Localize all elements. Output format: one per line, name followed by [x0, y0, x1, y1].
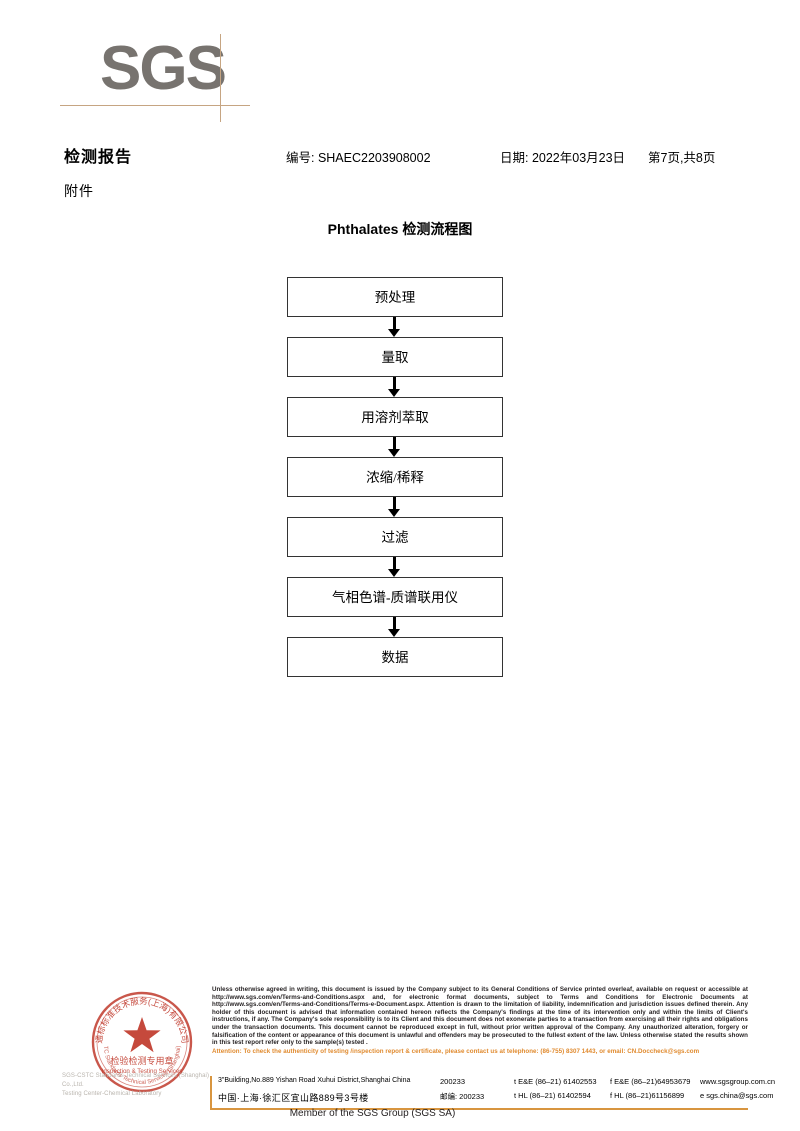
flowchart-step: 过滤: [287, 517, 503, 557]
flowchart-step-label: 预处理: [374, 290, 416, 305]
seal-watermark-line2: Testing Center-Chemical Laboratory: [62, 1091, 162, 1097]
seal-watermark-text: SGS-CSTC Standards Technical Services (S…: [62, 1072, 227, 1099]
address-zip-cn: 邮编: 200233: [440, 1092, 485, 1101]
flowchart-step-label: 气相色谱-质谱联用仪: [332, 590, 458, 605]
address-bottom-rule: [210, 1108, 748, 1110]
flowchart-step: 数据: [287, 637, 503, 677]
sgs-logo-horizontal-rule: [60, 105, 250, 106]
seal-icon: 通标标准技术服务(上海)有限公司 SGS-CSTC Standards Tech…: [86, 988, 193, 1093]
attention-notice: Attention: To check the authenticity of …: [212, 1047, 700, 1055]
flowchart-step-label: 量取: [381, 350, 409, 365]
address-tel2-en: f E&E (86–21)64953679: [610, 1077, 691, 1086]
page-subtitle: 附件: [64, 183, 94, 199]
flowchart-step-label: 用溶剂萃取: [361, 410, 429, 425]
flowchart-step: 气相色谱-质谱联用仪: [287, 577, 503, 617]
page-title: 检测报告: [64, 149, 133, 166]
flowchart-arrow-icon: [287, 437, 503, 457]
flowchart-step-label: 过滤: [381, 530, 409, 545]
address-zip-en: 200233: [440, 1077, 466, 1086]
flowchart: 预处理 量取 用溶剂萃取 浓缩/稀释 过滤 气相色谱-质谱联: [287, 277, 503, 677]
address-row-cn: 中国·上海·徐汇区宜山路889号3号楼 邮编: 200233 t HL (86–…: [212, 1091, 773, 1106]
flowchart-arrow-icon: [287, 377, 503, 397]
flowchart-arrow-icon: [287, 617, 503, 637]
sgs-logo: SGS: [60, 34, 250, 128]
address-street-en: 3"Building,No.889 Yishan Road Xuhui Dist…: [218, 1077, 411, 1084]
address-left-rule: [210, 1076, 212, 1109]
company-seal-stamp: 通标标准技术服务(上海)有限公司 SGS-CSTC Standards Tech…: [86, 988, 198, 1100]
svg-text:Inspection & Testing Services: Inspection & Testing Services: [102, 1068, 183, 1075]
page-indicator: 第7页,共8页: [648, 151, 716, 165]
address-street-cn: 中国·上海·徐汇区宜山路889号3号楼: [218, 1093, 369, 1103]
svg-text:检验检测专用章: 检验检测专用章: [110, 1055, 173, 1066]
flowchart-title: Phthalates 检测流程图: [327, 221, 473, 237]
flowchart-step-label: 浓缩/稀释: [366, 470, 424, 485]
footer: Unless otherwise agreed in writing, this…: [210, 986, 775, 1110]
flowchart-step: 量取: [287, 337, 503, 377]
flowchart-step-label: 数据: [381, 650, 409, 665]
sgs-group-member-note: Member of the SGS Group (SGS SA): [289, 1108, 456, 1119]
address-row-en: 3"Building,No.889 Yishan Road Xuhui Dist…: [212, 1076, 775, 1091]
address-tel2-cn: f HL (86–21)61156899: [610, 1091, 685, 1100]
report-date: 日期: 2022年03月23日: [500, 151, 626, 165]
address-block: 3"Building,No.889 Yishan Road Xuhui Dist…: [210, 1076, 775, 1110]
legal-terms-text: Unless otherwise agreed in writing, this…: [212, 986, 748, 1047]
report-number: 编号: SHAEC2203908002: [286, 151, 431, 165]
flowchart-arrow-icon: [287, 557, 503, 577]
address-web-en: www.sgsgroup.com.cn: [700, 1077, 776, 1086]
flowchart-arrow-icon: [287, 317, 503, 337]
sgs-logo-text: SGS: [100, 34, 227, 103]
flowchart-step: 预处理: [287, 277, 503, 317]
flowchart-step: 浓缩/稀释: [287, 457, 503, 497]
flowchart-arrow-icon: [287, 497, 503, 517]
address-email-cn: e sgs.china@sgs.com: [700, 1091, 774, 1100]
flowchart-step: 用溶剂萃取: [287, 397, 503, 437]
seal-watermark-line1: SGS-CSTC Standards Technical Services (S…: [62, 1073, 210, 1088]
address-tel1-en: t E&E (86–21) 61402553: [514, 1077, 597, 1086]
address-tel1-cn: t HL (86–21) 61402594: [514, 1091, 591, 1100]
sgs-logo-vertical-rule: [220, 34, 221, 122]
